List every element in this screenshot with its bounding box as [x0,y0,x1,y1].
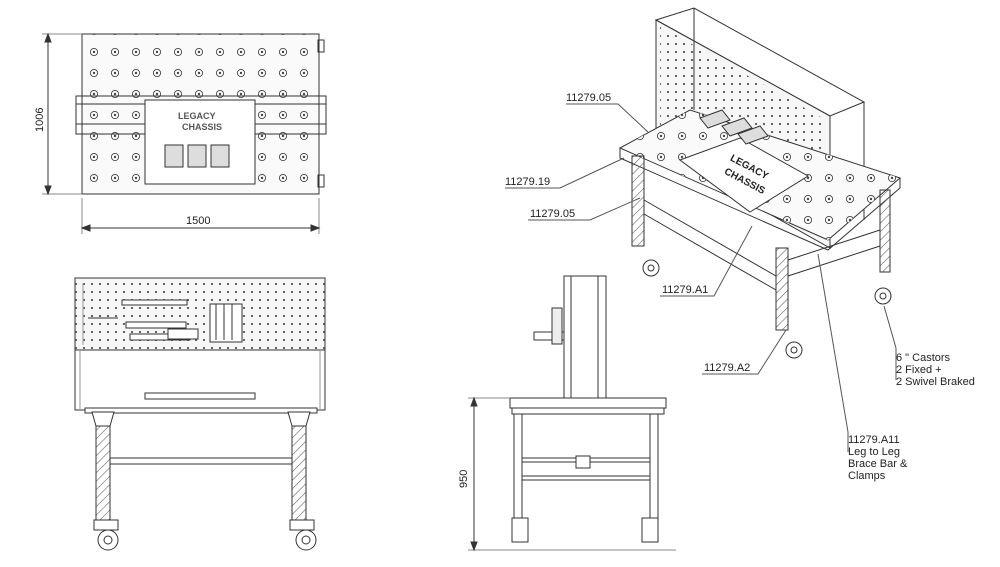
callout-castors: 6 " Castors 2 Fixed + 2 Swivel Braked [896,352,996,388]
front-view [74,277,326,551]
brace-line-2: Leg to Leg [848,446,900,458]
castors-line-2: 2 Fixed + [896,364,942,376]
chassis-label-top-2: CHASSIS [182,122,223,132]
chassis-label-top-1: LEGACY [178,111,216,121]
callout-11279-a1: 11279.A1 [662,284,709,296]
brace-line-1: 11279.A11 [848,434,900,446]
callout-11279-05-bottom: 11279.05 [530,208,576,220]
side-height-dimension: 950 [458,469,470,488]
top-height-dimension: 1006 [34,107,46,132]
castors-line-1: 6 " Castors [896,352,951,364]
callout-11279-a2: 11279.A2 [704,362,751,374]
brace-line-4: Clamps [848,470,886,482]
isometric-view [505,7,902,452]
castors-line-3: 2 Swivel Braked [896,376,975,388]
top-width-dimension: 1500 [186,215,211,227]
callout-brace-bar: 11279.A11 Leg to Leg Brace Bar & Clamps [848,434,948,482]
top-view [42,32,327,234]
callout-11279-19: 11279.19 [505,176,551,188]
brace-line-3: Brace Bar & [848,458,908,470]
side-view [468,275,676,552]
callout-11279-05-top: 11279.05 [566,92,612,104]
